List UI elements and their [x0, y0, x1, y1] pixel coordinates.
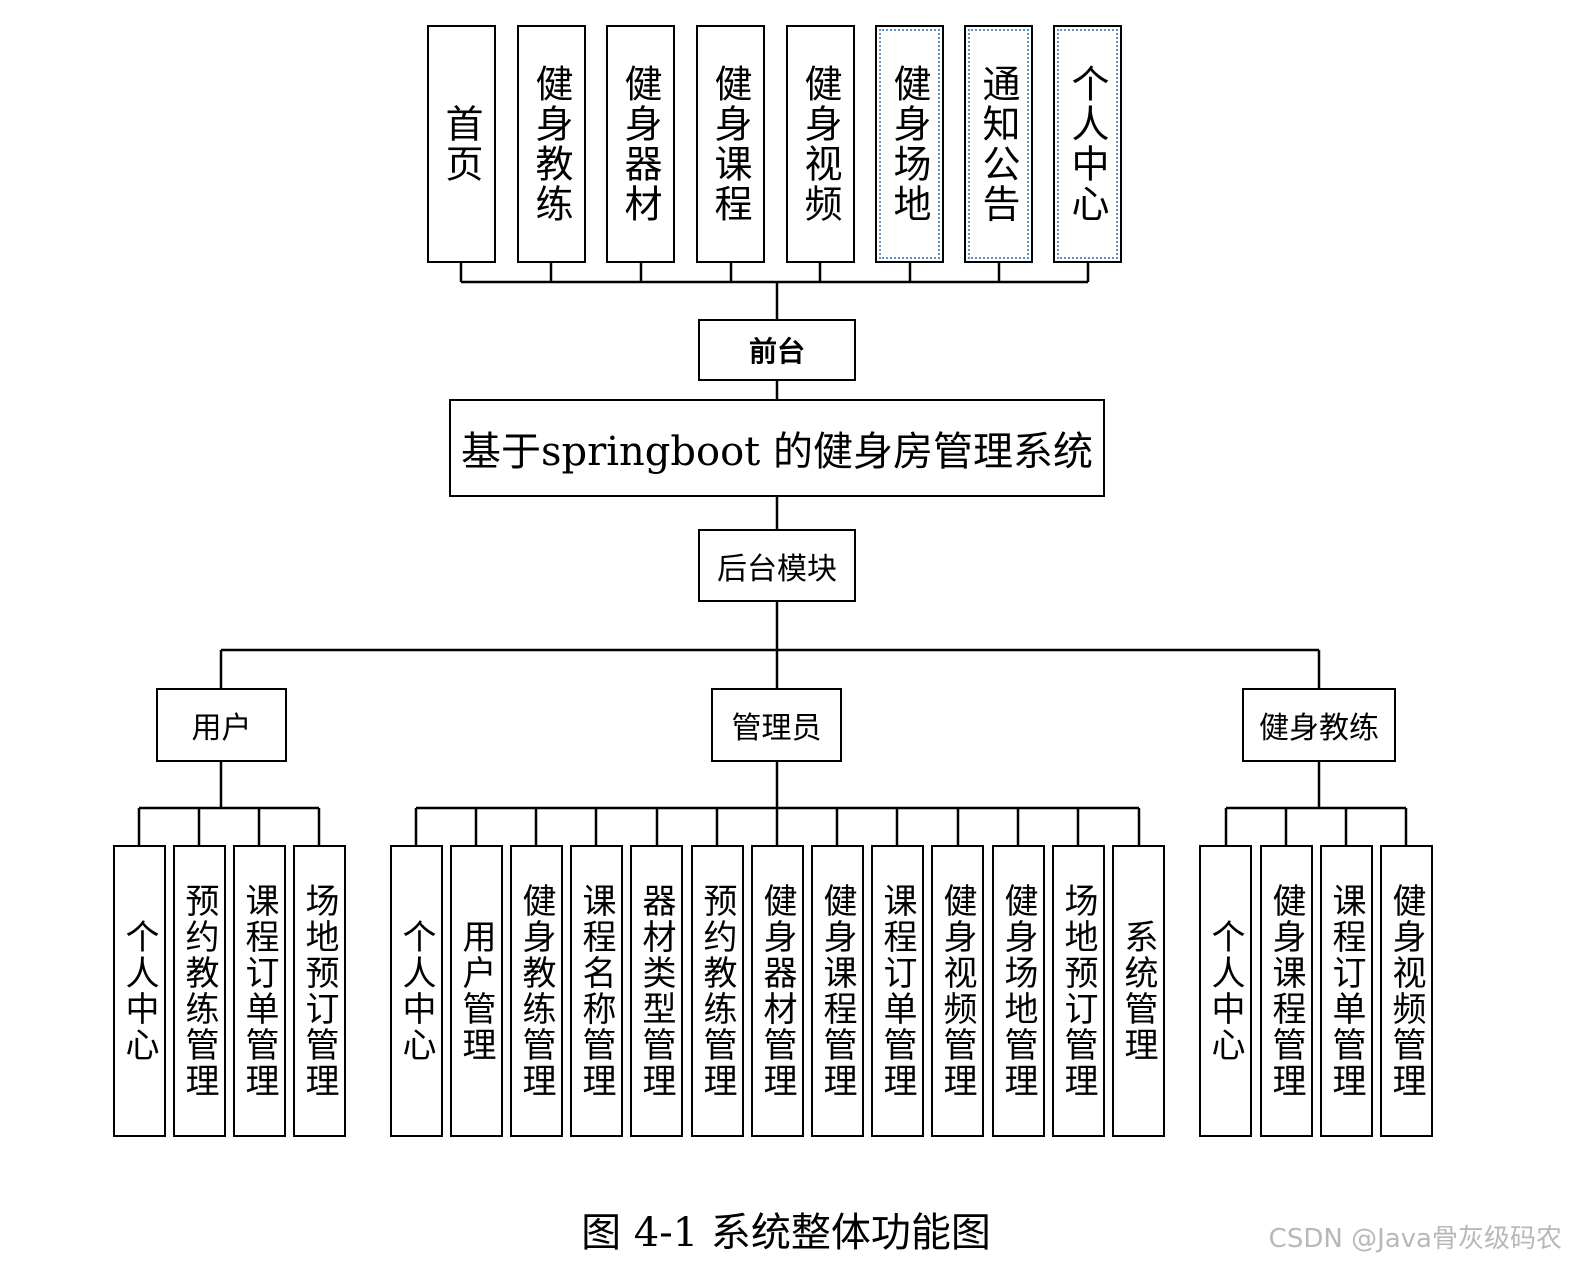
coach-item-videos: 健身视频管理	[1380, 845, 1433, 1137]
frontend-item-videos: 健身视频	[786, 25, 855, 263]
coach-item-profile: 个人中心	[1199, 845, 1252, 1137]
admin-item-equipment-types: 器材类型管理	[630, 845, 683, 1137]
coach-item-course-orders: 课程订单管理	[1320, 845, 1373, 1137]
admin-item-coach-booking: 预约教练管理	[691, 845, 744, 1137]
user-item-coach-booking: 预约教练管理	[173, 845, 226, 1137]
frontend-node: 前台	[698, 319, 856, 381]
frontend-item-venues: 健身场地	[875, 25, 944, 263]
backend-node: 后台模块	[698, 529, 856, 602]
coach-item-courses: 健身课程管理	[1260, 845, 1313, 1137]
admin-item-venue-booking: 场地预订管理	[1052, 845, 1105, 1137]
admin-item-course-names: 课程名称管理	[570, 845, 623, 1137]
admin-item-venues: 健身场地管理	[992, 845, 1045, 1137]
frontend-item-equipment: 健身器材	[606, 25, 675, 263]
user-item-venue-booking: 场地预订管理	[293, 845, 346, 1137]
admin-item-equipment: 健身器材管理	[751, 845, 804, 1137]
role-user: 用户	[156, 688, 287, 762]
frontend-item-profile: 个人中心	[1053, 25, 1122, 263]
frontend-item-notices: 通知公告	[964, 25, 1033, 263]
frontend-item-coaches: 健身教练	[517, 25, 586, 263]
figure-caption: 图 4-1 系统整体功能图	[581, 1210, 991, 1256]
admin-item-videos: 健身视频管理	[931, 845, 984, 1137]
role-admin: 管理员	[711, 688, 842, 762]
frontend-item-courses: 健身课程	[696, 25, 765, 263]
admin-item-courses: 健身课程管理	[811, 845, 864, 1137]
system-title-node: 基于springboot 的健身房管理系统	[449, 399, 1105, 497]
admin-item-system: 系统管理	[1112, 845, 1165, 1137]
user-item-course-orders: 课程订单管理	[233, 845, 286, 1137]
admin-item-users: 用户管理	[450, 845, 503, 1137]
user-item-profile: 个人中心	[113, 845, 166, 1137]
admin-item-profile: 个人中心	[390, 845, 443, 1137]
admin-item-coaches: 健身教练管理	[510, 845, 563, 1137]
frontend-item-home: 首页	[427, 25, 496, 263]
watermark: CSDN @Java骨灰级码农	[1268, 1224, 1562, 1254]
admin-item-course-orders: 课程订单管理	[871, 845, 924, 1137]
role-coach: 健身教练	[1242, 688, 1396, 762]
